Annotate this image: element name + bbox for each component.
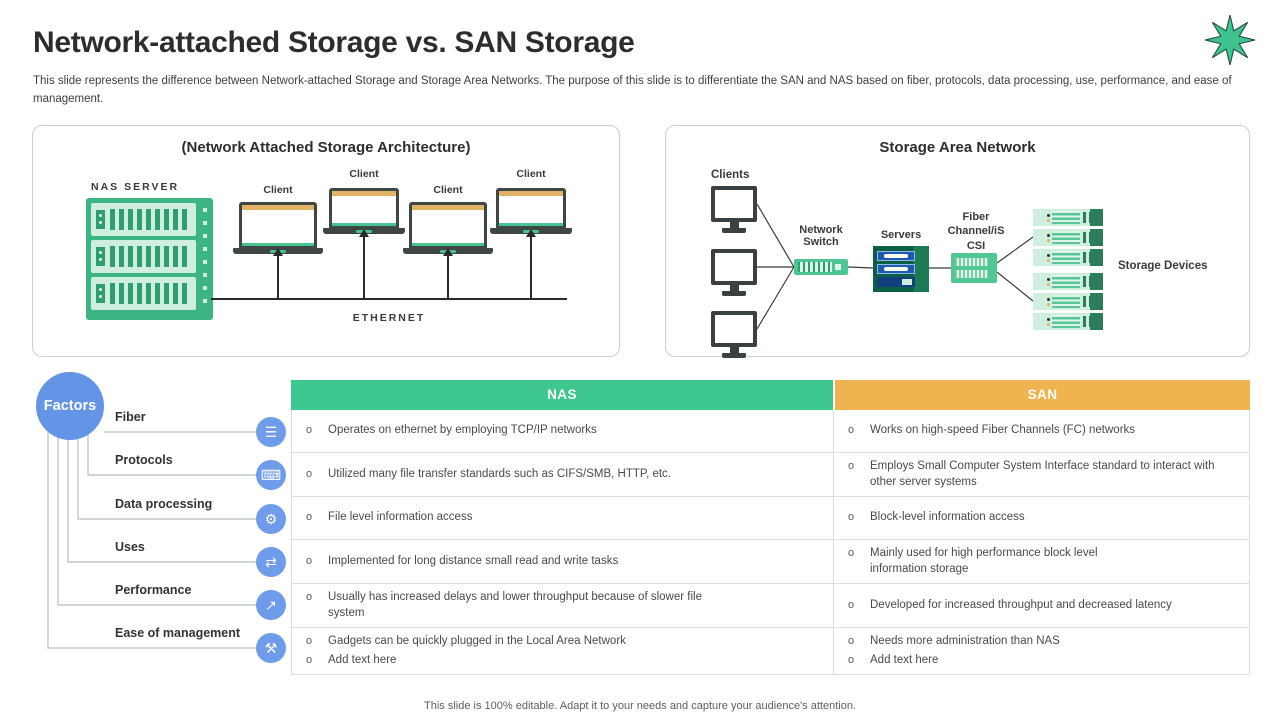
storage-stack-icon <box>1033 273 1103 333</box>
starburst-icon <box>1204 14 1256 66</box>
add-text-placeholder[interactable]: Add text here <box>870 653 939 666</box>
factor-label-ease-of-management: Ease of management <box>115 626 241 640</box>
san-diagram: Storage Area Network Clients Network Swi… <box>665 125 1250 358</box>
ethernet-bus-line <box>211 298 567 300</box>
nas-diagram-title: (Network Attached Storage Architecture) <box>181 139 471 156</box>
clients-label: Clients <box>711 169 750 181</box>
factors-badge: Factors <box>36 372 104 440</box>
add-text-placeholder[interactable]: Add text here <box>328 653 397 666</box>
editable-note: This slide is 100% editable. Adapt it to… <box>424 700 856 712</box>
client-label: Client <box>263 184 293 196</box>
page-title: Network-attached Storage vs. SAN Storage <box>33 26 635 59</box>
servers-label: Servers <box>880 229 922 241</box>
client-laptop-icon <box>403 202 493 254</box>
arrow-up-icon <box>526 229 536 298</box>
client-monitor-icon <box>711 249 757 296</box>
ethernet-label: ETHERNET <box>352 312 426 324</box>
client-monitor-icon <box>711 311 757 358</box>
factor-label-fiber: Fiber <box>115 410 146 424</box>
storage-devices-label: Storage Devices <box>1118 260 1208 272</box>
nas-server-label: NAS SERVER <box>91 181 180 193</box>
client-label: Client <box>433 184 463 196</box>
network-switch-label: Network Switch <box>799 224 843 248</box>
factor-label-performance: Performance <box>115 583 192 597</box>
client-laptop-icon <box>323 188 405 234</box>
table-header-san: SAN <box>833 380 1250 410</box>
factor-label-uses: Uses <box>115 540 145 554</box>
performance-icon: ↗ <box>256 590 286 620</box>
factor-label-protocols: Protocols <box>115 453 173 467</box>
factor-label-data-processing: Data processing <box>115 497 213 511</box>
arrow-up-icon <box>443 248 453 298</box>
nas-architecture-diagram: (Network Attached Storage Architecture) … <box>32 125 620 357</box>
client-monitor-icon <box>711 186 757 233</box>
management-icon: ⚒ <box>256 633 286 663</box>
protocols-icon: ⌨ <box>256 460 286 490</box>
fiber-channel-icon <box>951 253 997 283</box>
table-header-nas: NAS <box>291 380 833 410</box>
fiber-cable-icon: ☰ <box>256 417 286 447</box>
nas-server-icon <box>86 198 213 320</box>
client-laptop-icon <box>233 202 323 254</box>
client-laptop-icon <box>490 188 572 234</box>
storage-stack-icon <box>1033 209 1103 269</box>
data-processing-icon: ⚙ <box>256 504 286 534</box>
arrow-up-icon <box>359 229 369 298</box>
network-switch-icon <box>794 259 848 275</box>
servers-icon <box>873 246 929 292</box>
slide-description: This slide represents the difference bet… <box>33 75 1232 105</box>
client-label: Client <box>349 168 379 180</box>
fiber-channel-label: Fiber Channel/iS CSI <box>947 211 1005 252</box>
san-diagram-title: Storage Area Network <box>879 139 1036 156</box>
arrow-up-icon <box>273 248 283 298</box>
uses-icon: ⇄ <box>256 547 286 577</box>
client-label: Client <box>516 168 546 180</box>
